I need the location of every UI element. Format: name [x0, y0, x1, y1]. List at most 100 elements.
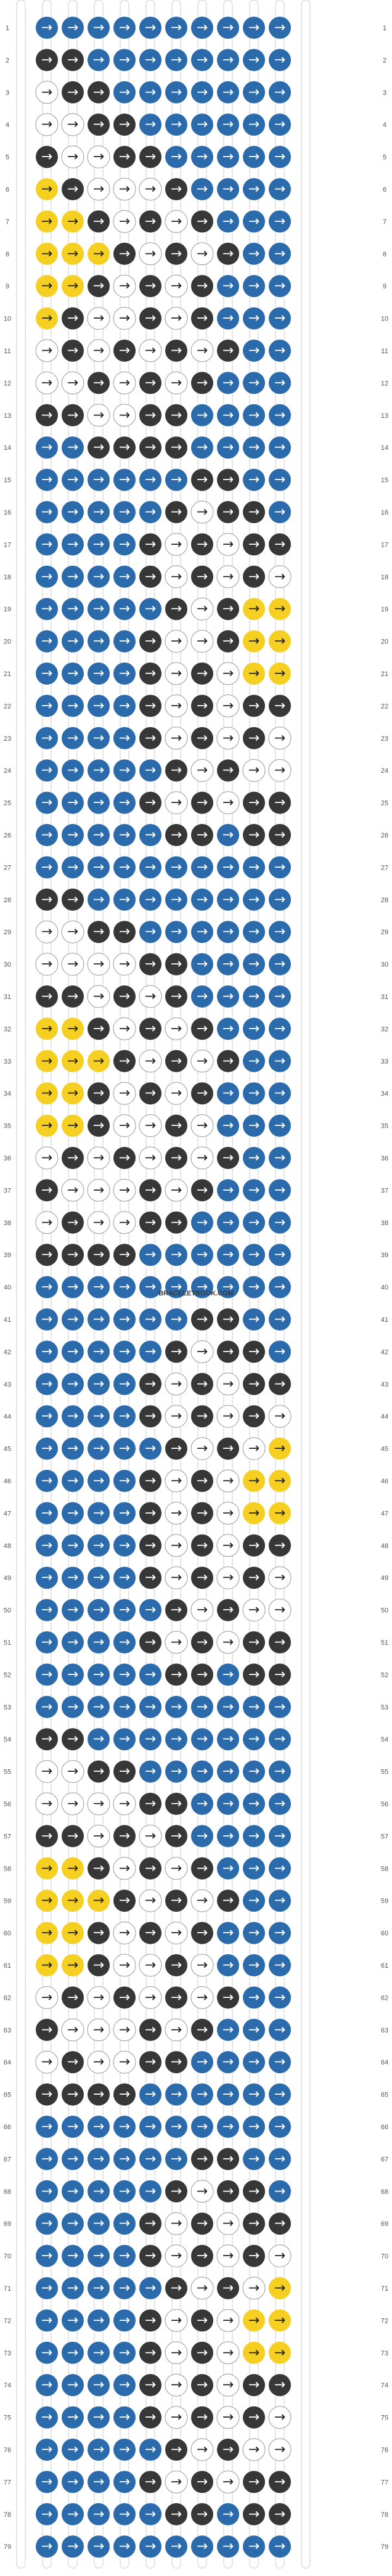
arrow-right-icon: →: [171, 214, 182, 229]
row-number-right: 66: [381, 2124, 388, 2131]
knot-circle: [139, 1017, 161, 1040]
knot-circle: [268, 1599, 292, 1622]
knot-blue: →: [139, 501, 161, 523]
knot-dark: →: [243, 2374, 265, 2397]
knot-blue: →: [217, 1017, 239, 1040]
knot-circle: [36, 1372, 58, 1395]
arrow-right-icon: →: [119, 1151, 130, 1166]
knot-dark: →: [191, 1857, 213, 1880]
arrow-right-icon: →: [223, 311, 234, 326]
arrow-right-icon: →: [67, 149, 78, 165]
knot-circle: [62, 17, 84, 39]
knot-circle: [88, 1340, 110, 1363]
arrow-right-icon: →: [145, 117, 156, 132]
row-number-right: 40: [381, 1284, 388, 1292]
knot-dark: →: [36, 49, 58, 71]
arrow-right-icon: →: [93, 1570, 104, 1586]
knot-blue: →: [62, 565, 84, 588]
row-number-right: 49: [381, 1575, 388, 1582]
arrow-right-icon: →: [197, 634, 208, 649]
row-number-left: 15: [4, 477, 11, 484]
knot-blue: →: [243, 1986, 265, 2009]
knot-circle: [216, 1501, 240, 1525]
knot-circle: [269, 307, 291, 330]
arrow-right-icon: →: [67, 311, 78, 326]
arrow-right-icon: →: [197, 892, 208, 907]
arrow-right-icon: →: [145, 2119, 156, 2135]
knot-circle: [113, 501, 136, 523]
knot-circle: [217, 953, 239, 976]
arrow-right-icon: →: [274, 956, 285, 972]
knot-blue: →: [113, 2535, 136, 2558]
knot-circle: [139, 1437, 161, 1460]
arrow-right-icon: →: [93, 1376, 104, 1392]
row-number-left: 67: [4, 2156, 11, 2163]
knot-circle: [165, 17, 187, 39]
knot-circle: [62, 598, 84, 621]
knot-dark: →: [269, 791, 291, 814]
knot-circle: [190, 242, 214, 266]
arrow-right-icon: →: [274, 1828, 285, 1844]
knot-blue: →: [191, 2083, 213, 2106]
knot-circle: [36, 1082, 58, 1105]
knot-blue: →: [269, 1728, 291, 1751]
arrow-right-icon: →: [223, 989, 234, 1005]
knot-white: →: [139, 1986, 162, 2009]
knot-blue: →: [269, 1050, 291, 1072]
knot-dark: →: [139, 1567, 161, 1589]
knot-circle: [243, 1114, 265, 1137]
arrow-right-icon: →: [248, 828, 259, 843]
arrow-right-icon: →: [41, 407, 52, 423]
arrow-right-icon: →: [223, 1570, 234, 1586]
arrow-right-icon: →: [41, 763, 52, 778]
knot-blue: →: [36, 1695, 58, 1718]
arrow-right-icon: →: [223, 1667, 234, 1682]
knot-circle: [62, 1017, 84, 1040]
arrow-right-icon: →: [248, 1764, 259, 1779]
knot-circle: [139, 210, 161, 233]
knot-circle: [191, 1760, 213, 1783]
knot-dark: →: [191, 210, 213, 233]
knot-blue: →: [62, 1502, 84, 1525]
arrow-right-icon: →: [41, 1053, 52, 1069]
knot-blue: →: [113, 2277, 136, 2299]
arrow-right-icon: →: [119, 1506, 130, 1521]
arrow-right-icon: →: [119, 84, 130, 100]
arrow-right-icon: →: [248, 1861, 259, 1876]
knot-white: →: [165, 1082, 188, 1105]
arrow-right-icon: →: [93, 2022, 104, 2037]
knot-blue: →: [36, 1599, 58, 1621]
row-number-right: 16: [381, 509, 388, 516]
knot-dark: →: [165, 1147, 187, 1169]
knot-dark: →: [62, 1244, 84, 1266]
knot-blue: →: [139, 1695, 161, 1718]
arrow-right-icon: →: [93, 149, 104, 165]
arrow-right-icon: →: [41, 569, 52, 584]
arrow-right-icon: →: [41, 2183, 52, 2199]
knot-circle: [216, 727, 240, 750]
arrow-right-icon: →: [119, 1602, 130, 1618]
row-number-left: 13: [4, 412, 11, 420]
knot-dark: →: [62, 1728, 84, 1751]
knot-white: →: [216, 565, 240, 589]
arrow-right-icon: →: [93, 407, 104, 423]
knot-circle: [139, 372, 161, 394]
knot-blue: →: [217, 1760, 239, 1783]
arrow-right-icon: →: [145, 214, 156, 229]
knot-white: →: [165, 210, 188, 233]
arrow-right-icon: →: [119, 182, 130, 197]
arrow-right-icon: →: [223, 601, 234, 617]
arrow-right-icon: →: [248, 569, 259, 584]
knot-circle: [88, 662, 110, 685]
knot-yellow: →: [269, 2309, 291, 2332]
knot-white: →: [35, 371, 59, 394]
arrow-right-icon: →: [223, 1893, 234, 1909]
knot-circle: [62, 1599, 84, 1621]
knot-yellow: →: [62, 1114, 84, 1137]
knot-dark: →: [36, 1179, 58, 1202]
arrow-right-icon: →: [93, 1183, 104, 1198]
arrow-right-icon: →: [67, 1215, 78, 1230]
knot-circle: [269, 1308, 291, 1331]
arrow-right-icon: →: [197, 537, 208, 552]
knot-circle: [165, 307, 188, 330]
